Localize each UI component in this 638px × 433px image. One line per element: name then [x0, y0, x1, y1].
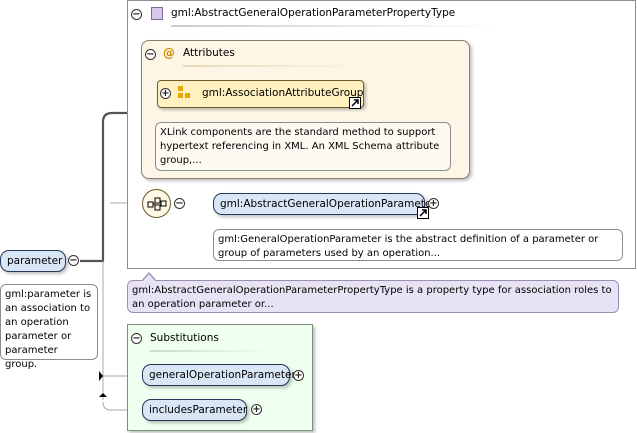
- complex-type-title: gml:AbstractGeneralOperationParameterPro…: [171, 7, 456, 19]
- attribute-group-label: gml:AssociationAttributeGroup: [202, 87, 364, 99]
- substitution-item[interactable]: generalOperationParameter: [142, 364, 296, 386]
- link-arrow-icon[interactable]: [417, 207, 429, 219]
- substitutions-title: Substitutions: [150, 332, 219, 344]
- expand-attribute-group-button[interactable]: +: [160, 88, 171, 99]
- expand-abstract-parameter-button[interactable]: +: [428, 198, 439, 209]
- collapse-substitutions-button[interactable]: −: [131, 333, 142, 344]
- expand-substitution-button[interactable]: +: [293, 370, 304, 381]
- expand-substitution-button[interactable]: +: [251, 404, 262, 415]
- abstract-general-operation-parameter-node[interactable]: gml:AbstractGeneralOperationParameter: [213, 193, 436, 215]
- attribute-group-doc: XLink components are the standard method…: [155, 122, 451, 171]
- title-underline: [171, 25, 501, 27]
- collapse-attributes-button[interactable]: −: [145, 49, 156, 60]
- sequence-compositor-icon[interactable]: [142, 189, 171, 218]
- collapse-sequence-button[interactable]: −: [174, 198, 185, 209]
- abstract-general-operation-parameter-label: gml:AbstractGeneralOperationParameter: [220, 198, 436, 210]
- abstract-parameter-doc: gml:GeneralOperationParameter is the abs…: [213, 229, 623, 261]
- substitutions-underline: [150, 350, 270, 352]
- collapse-parameter-button[interactable]: −: [68, 255, 79, 266]
- parameter-label: parameter: [7, 255, 63, 267]
- attributes-underline: [183, 65, 363, 67]
- attributes-title: Attributes: [183, 47, 235, 59]
- substitution-item-label: generalOperationParameter: [149, 369, 296, 381]
- complex-type-icon: [151, 7, 163, 20]
- description-pointer-fill: [142, 274, 156, 282]
- at-sign-icon: @: [163, 46, 175, 60]
- attribute-group-node[interactable]: [157, 80, 364, 108]
- parameter-doc: gml:parameter is an association to an op…: [0, 284, 98, 370]
- collapse-complex-type-button[interactable]: −: [131, 9, 142, 20]
- attribute-group-icon: [178, 86, 190, 98]
- substitution-item[interactable]: includesParameter: [142, 399, 247, 421]
- complex-type-description: gml:AbstractGeneralOperationParameterPro…: [127, 280, 619, 313]
- parameter-node[interactable]: parameter: [0, 250, 66, 272]
- substitution-item-label: includesParameter: [149, 404, 248, 416]
- link-arrow-icon[interactable]: [349, 97, 361, 109]
